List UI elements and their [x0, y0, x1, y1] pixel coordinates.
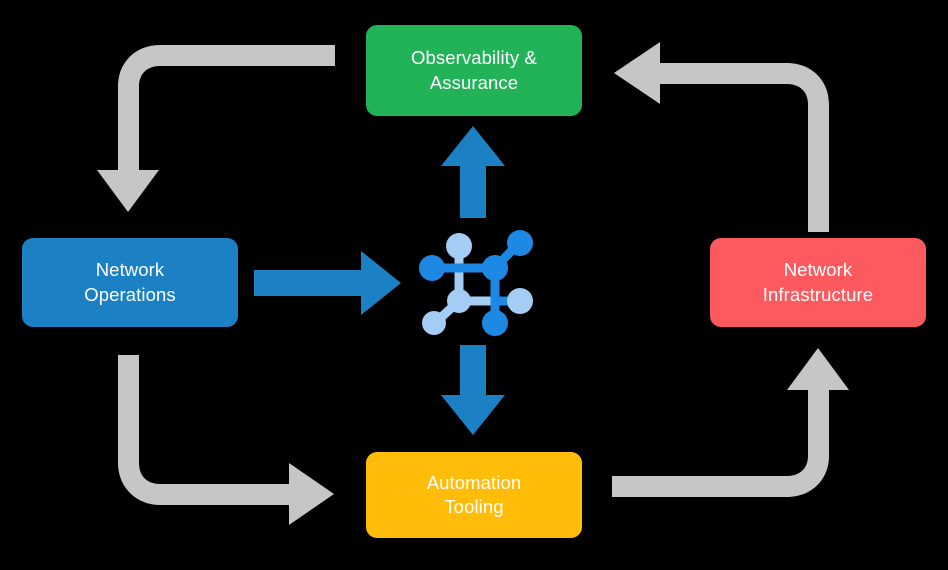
box-network-operations[interactable]: Network Operations	[22, 238, 238, 327]
node-left-hub	[419, 255, 445, 281]
box-automation-label: Automation Tooling	[426, 471, 522, 517]
box-observability-and-assurance[interactable]: Observability & Assurance	[366, 25, 582, 116]
node-center-hub	[482, 255, 508, 281]
box-operations-label: Network Operations	[84, 259, 176, 305]
network-topology-icon	[419, 230, 533, 336]
box-observability-label: Observability & Assurance	[411, 47, 537, 93]
arrow-down-to-automation	[441, 345, 505, 435]
node-top-right	[507, 230, 533, 256]
node-right-mid	[507, 288, 533, 314]
arrow-up-to-observability	[441, 126, 505, 218]
elbow-arrow-operations-to-automation	[118, 355, 334, 525]
node-bottom-left	[422, 311, 446, 335]
box-network-infrastructure[interactable]: Network Infrastructure	[710, 238, 926, 327]
box-infrastructure-label: Network Infrastructure	[762, 259, 874, 305]
node-top-left	[446, 233, 472, 259]
elbow-arrow-automation-to-infrastructure	[612, 348, 849, 497]
elbow-arrow-observability-to-operations	[97, 45, 335, 212]
box-automation-tooling[interactable]: Automation Tooling	[366, 452, 582, 538]
node-bottom-right	[482, 310, 508, 336]
arrow-right-from-operations	[254, 251, 401, 315]
elbow-arrow-infrastructure-to-observability	[614, 42, 829, 232]
node-mid-left	[447, 289, 471, 313]
